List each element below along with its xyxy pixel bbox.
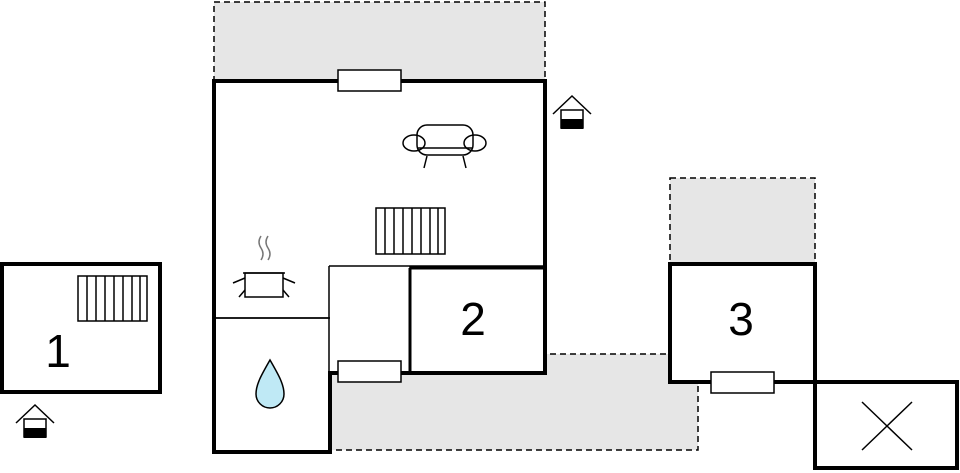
room-2-label: 2 <box>460 293 486 345</box>
sofa-icon <box>402 124 487 169</box>
room-1-label: 1 <box>45 325 71 377</box>
cooking-pot-icon <box>232 235 296 298</box>
terrace-top <box>213 1 546 82</box>
radiator-icon <box>77 275 148 322</box>
room-3-outline <box>668 262 817 384</box>
house-entrance-icon <box>552 94 592 129</box>
room-3-label: 3 <box>728 293 754 345</box>
room-1-outline <box>0 262 162 394</box>
window <box>337 360 402 383</box>
bathroom-outline <box>212 372 332 454</box>
house-entrance-icon <box>15 403 55 438</box>
terrace-room-3 <box>669 177 816 265</box>
window <box>710 371 775 394</box>
radiator-icon <box>375 207 446 255</box>
window <box>337 69 402 92</box>
x-cross-icon <box>861 401 913 451</box>
water-drop-icon <box>255 358 285 409</box>
main-room-outline <box>212 79 547 375</box>
